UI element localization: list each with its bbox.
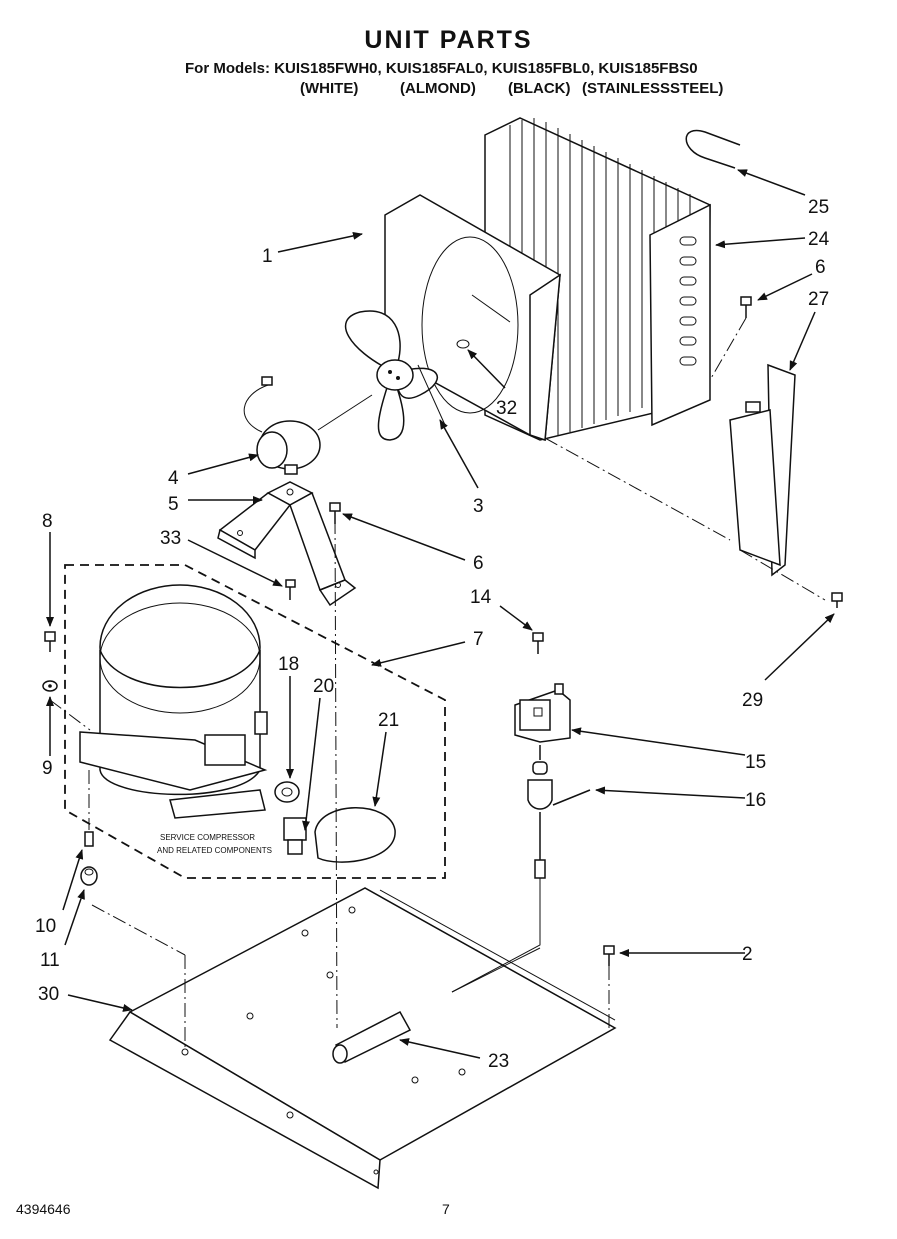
callout-6-lower: 6	[473, 553, 484, 574]
finish-stainless: (STAINLESSSTEEL)	[582, 80, 724, 97]
callout-23: 23	[488, 1051, 509, 1072]
callout-11: 11	[40, 950, 60, 971]
sleeve-10	[84, 831, 94, 847]
relay-20	[283, 817, 307, 855]
callout-10: 10	[35, 916, 56, 937]
cover-21	[314, 807, 396, 863]
page-title: UNIT PARTS	[364, 26, 533, 54]
screw-2	[603, 945, 615, 966]
part-number: 4394646	[16, 1201, 71, 1217]
note-line1: SERVICE COMPRESSOR	[160, 833, 255, 842]
callout-20: 20	[313, 676, 334, 697]
screw-14	[532, 632, 544, 654]
hairpin-25	[685, 129, 741, 169]
callout-9: 9	[42, 758, 53, 779]
callout-16: 16	[745, 790, 766, 811]
callout-4: 4	[168, 468, 179, 489]
callout-2: 2	[742, 944, 753, 965]
callout-27: 27	[808, 289, 829, 310]
screw-29	[831, 592, 843, 608]
finish-almond: (ALMOND)	[400, 80, 476, 97]
callout-32: 32	[496, 398, 517, 419]
callout-15: 15	[745, 752, 766, 773]
callout-33: 33	[160, 528, 181, 549]
callout-21: 21	[378, 710, 399, 731]
washer-9	[42, 680, 58, 692]
callout-29: 29	[742, 690, 763, 711]
sensor-tube	[451, 745, 591, 993]
callout-5: 5	[168, 494, 179, 515]
cover-plate	[729, 363, 796, 577]
fan-blade	[344, 310, 446, 441]
screw-33	[285, 579, 296, 600]
base-pan	[108, 887, 617, 1190]
page-number: 7	[442, 1201, 450, 1217]
callout-18: 18	[278, 654, 299, 675]
alignment-lines	[49, 317, 826, 1050]
screw-8	[44, 631, 56, 652]
callout-1: 1	[262, 246, 273, 267]
callout-30: 30	[38, 984, 59, 1005]
screw-6-upper	[740, 296, 752, 318]
callout-14: 14	[470, 587, 492, 608]
note-line2: AND RELATED COMPONENTS	[157, 846, 272, 855]
callout-25: 25	[808, 197, 829, 218]
model-list: For Models: KUIS185FWH0, KUIS185FAL0, KU…	[185, 60, 698, 77]
callout-7: 7	[473, 629, 484, 650]
callout-8: 8	[42, 511, 53, 532]
overload-18	[274, 781, 300, 803]
fan-motor	[243, 376, 373, 475]
grommet-11	[80, 866, 98, 886]
finish-white: (WHITE)	[300, 80, 359, 97]
callout-6-upper: 6	[815, 257, 826, 278]
callout-arrows	[46, 169, 835, 1059]
thermostat-control	[514, 683, 571, 743]
callout-labels: 1 2 3 4 5 6 6 7 8 9 10 11 14 15 16 18 20…	[35, 197, 830, 1072]
compressor	[79, 584, 268, 819]
callout-24: 24	[808, 229, 830, 250]
filter-drier	[332, 1011, 412, 1064]
finish-black: (BLACK)	[508, 80, 571, 97]
compressor-assembly-outline	[64, 564, 446, 879]
motor-bracket	[217, 481, 357, 607]
callout-3: 3	[473, 496, 484, 517]
